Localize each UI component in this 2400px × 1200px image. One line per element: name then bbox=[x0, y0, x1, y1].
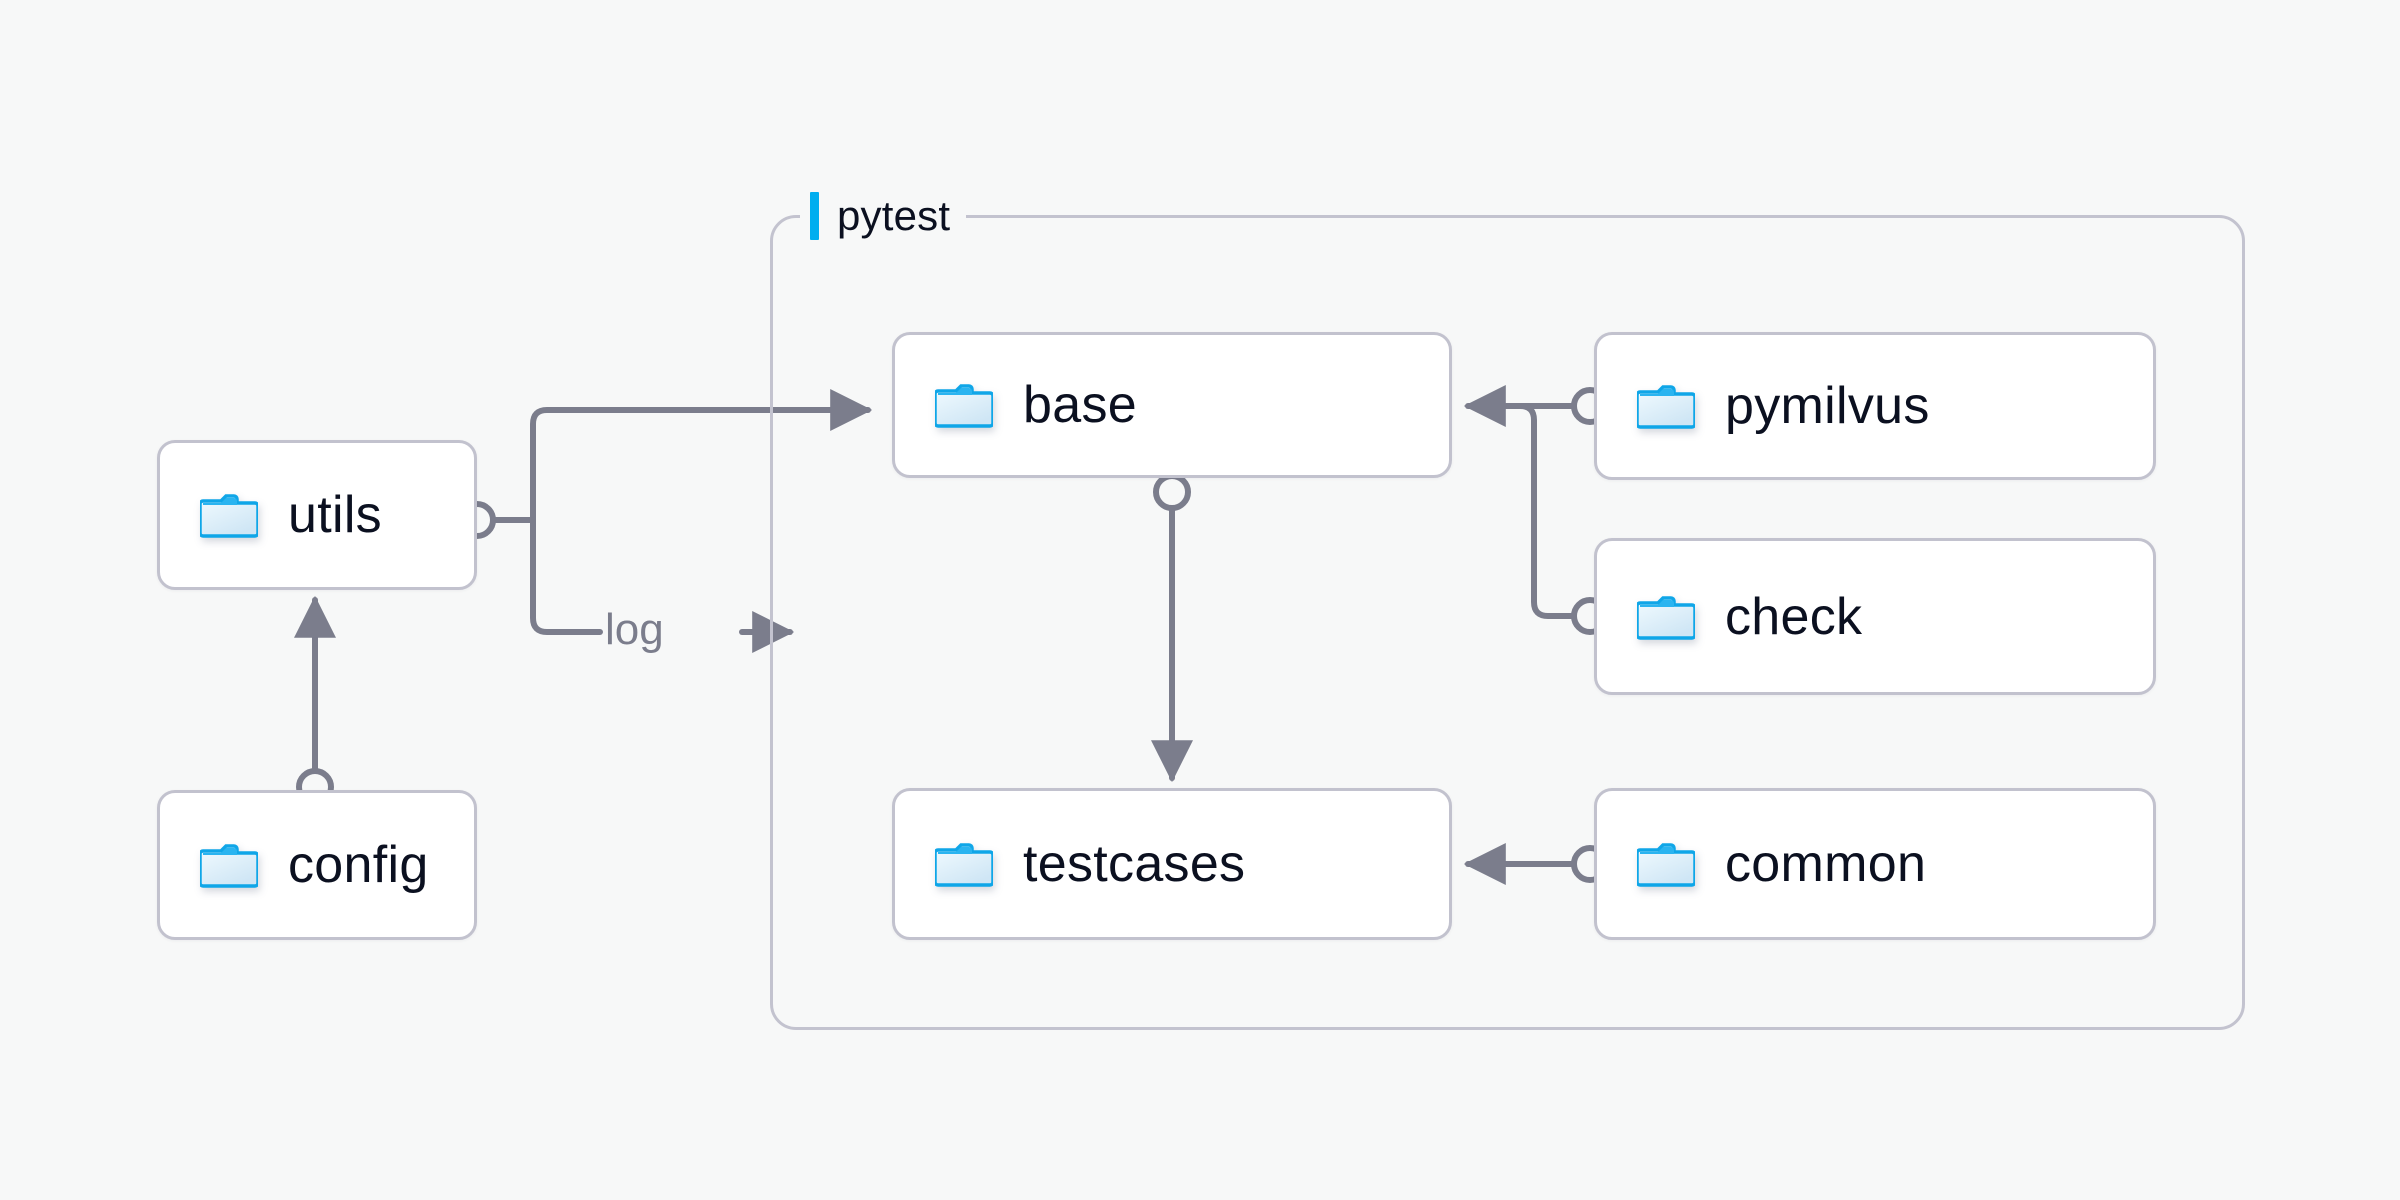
node-pymilvus[interactable]: pymilvus bbox=[1594, 332, 2156, 480]
node-label: base bbox=[1023, 376, 1137, 434]
node-testcases[interactable]: testcases bbox=[892, 788, 1452, 940]
group-accent-bar bbox=[810, 192, 819, 240]
node-utils[interactable]: utils bbox=[157, 440, 477, 590]
node-label: config bbox=[288, 836, 429, 894]
node-label: common bbox=[1725, 835, 1927, 893]
node-config[interactable]: config bbox=[157, 790, 477, 940]
folder-icon bbox=[198, 841, 260, 889]
node-label: utils bbox=[288, 486, 382, 544]
node-base[interactable]: base bbox=[892, 332, 1452, 478]
group-pytest-label: pytest bbox=[800, 188, 967, 244]
folder-icon bbox=[933, 840, 995, 888]
folder-icon bbox=[1635, 840, 1697, 888]
folder-icon bbox=[1635, 593, 1697, 641]
folder-icon bbox=[198, 491, 260, 539]
edge-label-log: log bbox=[605, 605, 664, 654]
node-label: testcases bbox=[1023, 835, 1246, 893]
node-label: check bbox=[1725, 587, 1863, 646]
folder-icon bbox=[933, 381, 995, 429]
folder-icon bbox=[1635, 382, 1697, 430]
node-check[interactable]: check bbox=[1594, 538, 2156, 695]
group-pytest bbox=[770, 215, 2245, 1030]
edge-utils-to-log bbox=[530, 517, 603, 635]
node-common[interactable]: common bbox=[1594, 788, 2156, 940]
node-label: pymilvus bbox=[1725, 377, 1930, 435]
group-title-text: pytest bbox=[837, 192, 951, 239]
